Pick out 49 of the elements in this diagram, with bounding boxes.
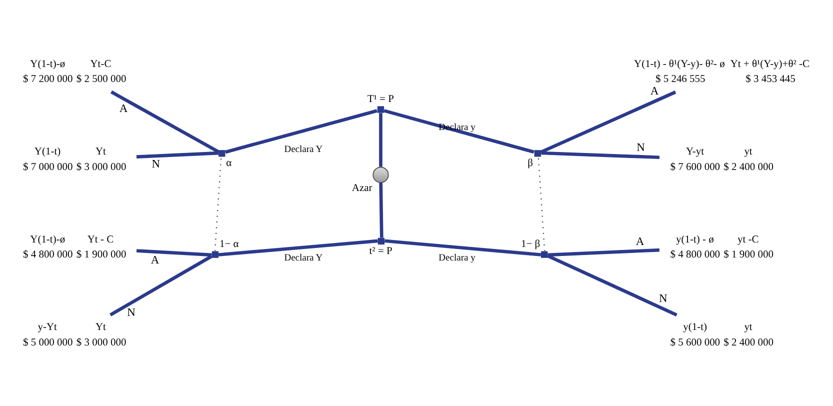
edge-label: N: [658, 292, 668, 304]
node-label: t² = P: [369, 245, 392, 256]
edge-label: N: [152, 158, 160, 170]
node-label: Azar: [352, 182, 372, 194]
node-point: [212, 250, 219, 258]
edge-label: Declara Y: [284, 253, 323, 264]
connector: [110, 90, 220, 153]
edge-label: A: [650, 85, 659, 98]
node-text: Y(1-t) - θ¹(Y-y)- θ²- ø Yt + θ¹(Y-y)+θ² -C $ 5 246 555 $ 3 453 445: [634, 58, 810, 85]
node-text: Y-yt yt $ 7 600 000 $ 2 400 000: [670, 146, 774, 172]
edge-label: N: [636, 141, 645, 154]
connector: [110, 254, 212, 316]
connector: [540, 90, 676, 154]
node-point: [534, 150, 541, 156]
node-label: β: [528, 158, 533, 169]
connector: [218, 238, 378, 256]
connector: [548, 248, 660, 256]
node-label: 1− α: [220, 238, 239, 250]
connector: [384, 108, 534, 154]
connector: [379, 182, 384, 238]
node-label: 1− β: [520, 238, 540, 250]
node-point: [218, 150, 226, 156]
node-text: Y(1-t) Yt $ 7 000 000 $ 3 000 000: [22, 146, 126, 172]
node-text: y(1-t) - ø yt -C $ 4 800 000 $ 1 900 000: [670, 234, 774, 260]
connector: [538, 156, 546, 250]
edge-label: A: [119, 102, 128, 114]
edge-label: Declara y: [438, 253, 476, 264]
node-point: [378, 237, 385, 244]
node-label: T¹ = P: [367, 94, 394, 105]
connector: [136, 150, 219, 158]
edge-label: A: [150, 254, 160, 266]
node-point: [541, 250, 548, 258]
edge-label: N: [127, 306, 136, 319]
connector: [379, 112, 382, 166]
node-point: [377, 106, 384, 112]
connector: [224, 108, 378, 154]
node-circle: [372, 166, 389, 182]
node-text: Y(1-t)-ø Yt-C $ 7 200 000 $ 2 500 000: [22, 58, 126, 85]
node-text: y-Yt Yt $ 5 000 000 $ 3 000 000: [22, 322, 126, 348]
connector: [547, 254, 678, 316]
connector: [384, 238, 542, 256]
edge-label: A: [636, 235, 644, 248]
connector: [136, 248, 212, 256]
connector: [541, 150, 660, 159]
node-text: Y(1-t)-ø Yt - C $ 4 800 000 $ 1 900 000: [22, 234, 126, 260]
connector: [214, 156, 222, 250]
edge-label: Declara Y: [284, 144, 323, 154]
node-text: y(1-t) yt $ 5 600 000 $ 2 400 000: [670, 322, 774, 348]
node-label: α: [226, 158, 232, 169]
